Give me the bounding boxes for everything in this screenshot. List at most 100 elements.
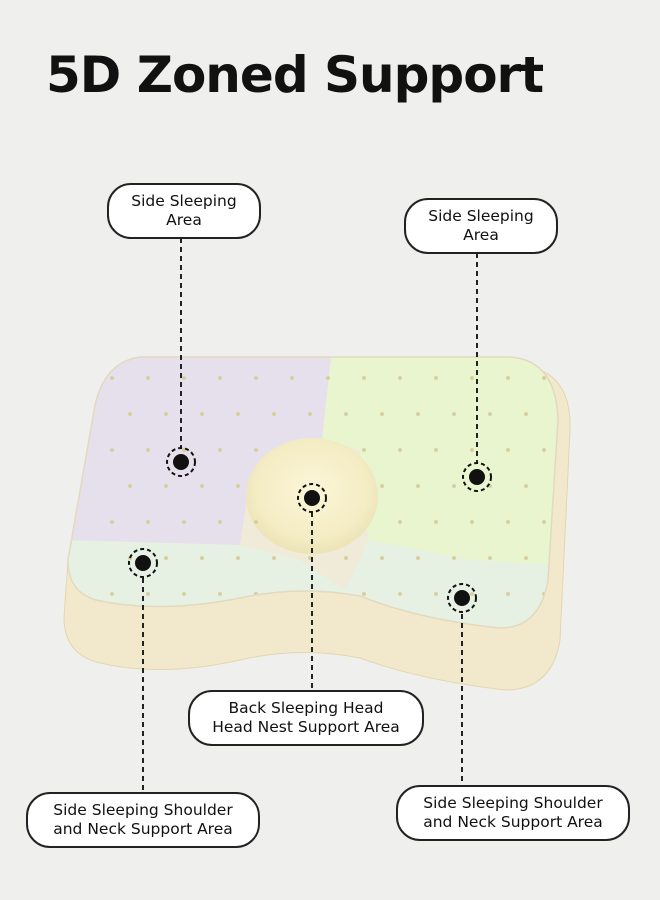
perforation-hole [200,484,204,488]
perforation-hole [236,412,240,416]
leader-lines [142,238,478,792]
marker-top-right [462,462,492,492]
perforation-hole [218,448,222,452]
callout-line-1: Side Sleeping [131,192,237,210]
perforation-hole [128,412,132,416]
zone-markers [128,447,492,613]
perforation-hole [164,484,168,488]
perforation-hole [506,376,510,380]
perforation-hole [146,376,150,380]
perforation-hole [452,556,456,560]
perforation-hole [236,556,240,560]
perforation-hole [470,520,474,524]
perforation-hole [308,412,312,416]
perforation-hole [218,520,222,524]
marker-center [297,483,327,513]
marker-bottom-right [447,583,477,613]
perforation-hole [506,448,510,452]
perforation-hole [380,484,384,488]
perforation-hole [506,520,510,524]
zone-top-right [322,357,558,566]
perforation-hole [524,556,528,560]
perforation-hole [110,448,114,452]
callout-line-1: Back Sleeping Head [228,699,384,717]
callout-side-sleeping-right: Side Sleeping Area [404,198,558,254]
perforation-hole [416,556,420,560]
perforation-hole [434,520,438,524]
perforation-hole [110,520,114,524]
callout-line-2: and Neck Support Area [423,813,603,831]
zone-top-left [68,357,332,545]
perforation-hole [182,592,186,596]
perforation-hole [524,412,528,416]
callout-line-1: Side Sleeping Shoulder [423,794,603,812]
perforation-hole [146,448,150,452]
perforation-hole [362,376,366,380]
callout-line-2: and Neck Support Area [53,820,233,838]
perforation-hole [164,412,168,416]
perforation-hole [110,376,114,380]
perforation-hole [542,376,546,380]
perforation-hole [254,448,258,452]
callout-line-1: Side Sleeping Shoulder [53,801,233,819]
perforation-hole [380,412,384,416]
perforation-hole [488,412,492,416]
callout-back-sleeping-head: Back Sleeping Head Head Nest Support Are… [188,690,424,746]
perforation-hole [182,520,186,524]
perforation-hole [434,376,438,380]
perforation-hole [182,376,186,380]
perforation-hole [398,448,402,452]
perforation-hole [344,412,348,416]
perforation-hole [362,592,366,596]
callout-line-1: Side Sleeping [428,207,534,225]
perforation-hole [452,412,456,416]
perforation-hole [272,556,276,560]
callout-line-2: Area [463,226,499,244]
perforation-hole [380,556,384,560]
perforation-hole [218,592,222,596]
perforation-hole [110,592,114,596]
perforation-hole [470,592,474,596]
perforation-hole [362,448,366,452]
perforation-holes [110,376,546,596]
perforation-hole [128,484,132,488]
perforation-hole [470,448,474,452]
perforation-hole [434,448,438,452]
perforation-hole [146,592,150,596]
perforation-hole [398,592,402,596]
callout-shoulder-neck-right: Side Sleeping Shoulder and Neck Support … [396,785,630,841]
perforation-hole [398,520,402,524]
perforation-hole [326,376,330,380]
perforation-hole [254,520,258,524]
perforation-hole [218,376,222,380]
marker-top-left [166,447,196,477]
perforation-hole [542,520,546,524]
callout-shoulder-neck-left: Side Sleeping Shoulder and Neck Support … [26,792,260,848]
callout-line-2: Head Nest Support Area [212,718,400,736]
perforation-hole [506,592,510,596]
callout-side-sleeping-left: Side Sleeping Area [107,183,261,239]
page-title: 5D Zoned Support [46,46,544,104]
perforation-hole [254,376,258,380]
perforation-hole [290,376,294,380]
perforation-hole [146,520,150,524]
callout-line-2: Area [166,211,202,229]
perforation-hole [452,484,456,488]
perforation-hole [200,412,204,416]
perforation-hole [416,484,420,488]
perforation-hole [236,484,240,488]
marker-bottom-left [128,548,158,578]
perforation-hole [344,556,348,560]
perforation-hole [542,448,546,452]
perforation-hole [272,412,276,416]
perforation-hole [470,376,474,380]
perforation-hole [398,376,402,380]
perforation-hole [182,448,186,452]
perforation-hole [416,412,420,416]
perforation-hole [524,484,528,488]
perforation-hole [434,592,438,596]
perforation-hole [488,556,492,560]
perforation-hole [164,556,168,560]
perforation-hole [200,556,204,560]
